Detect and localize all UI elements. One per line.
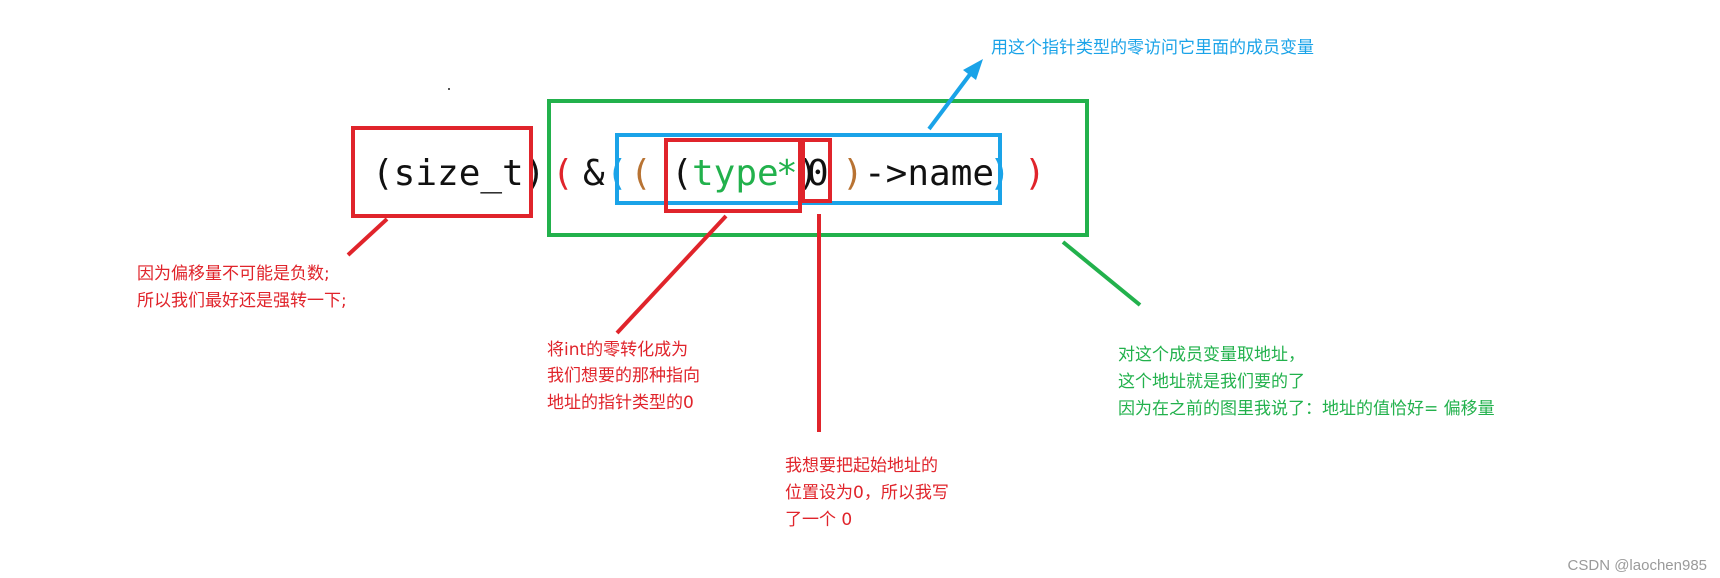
type-cast-box — [664, 138, 802, 213]
type-annotation-line: 地址的指针类型的0 — [547, 393, 694, 413]
zero-annotation-line: 了一个 0 — [785, 510, 852, 530]
blue-arrowhead — [963, 59, 983, 80]
type-open-paren: ( — [671, 153, 693, 194]
cast-annotation: 因为偏移量不可能是负数; 所以我们最好还是强转一下; — [137, 264, 347, 311]
address-annotation-line: 因为在之前的图里我说了：地址的值恰好= 偏移量 — [1118, 399, 1495, 419]
type-annotation-line: 将int的零转化成为 — [547, 340, 688, 360]
address-of-operator: & — [583, 153, 605, 194]
address-annotation-line: 对这个成员变量取地址， — [1118, 345, 1305, 365]
cast-box — [351, 126, 533, 218]
address-annotation-line: 这个地址就是我们要的了 — [1118, 372, 1305, 392]
zero-box — [801, 138, 832, 203]
cast-annotation-line: 所以我们最好还是强转一下; — [137, 291, 347, 311]
zero-annotation: 我想要把起始地址的 位置设为0，所以我写 了一个 0 — [785, 456, 954, 530]
csdn-watermark: CSDN @laochen985 — [1568, 557, 1707, 574]
zero-annotation-line: 位置设为0，所以我写 — [785, 483, 949, 503]
type-annotation-line: 我们想要的那种指向 — [547, 366, 700, 386]
cast-text: (size_t) — [372, 153, 545, 194]
cast-note-line — [346, 217, 389, 257]
member-access-annotation: 用这个指针类型的零访问它里面的成员变量 — [991, 38, 1314, 58]
type-keyword: type — [692, 153, 779, 194]
cast-annotation-line: 因为偏移量不可能是负数; — [137, 264, 330, 284]
zero-literal: 0 — [807, 153, 829, 194]
type-note-line — [615, 214, 728, 335]
code-expression: (size_t) ( & ( ( ( type * ) 0 ) ->name )… — [372, 153, 1046, 194]
paren-b: ( — [630, 153, 652, 194]
green-note-line — [1061, 240, 1142, 307]
stray-dot — [448, 88, 450, 90]
zero-annotation-line: 我想要把起始地址的 — [785, 456, 938, 476]
outer-close-paren: ) — [1024, 153, 1046, 194]
pointer-star: * — [776, 153, 798, 194]
outer-open-paren: ( — [552, 153, 574, 194]
type-annotation: 将int的零转化成为 我们想要的那种指向 地址的指针类型的0 — [547, 340, 705, 413]
inner-close-paren: ) — [842, 153, 864, 194]
arrow-member-name: ->name — [864, 153, 994, 194]
blue-arrow-line — [927, 63, 979, 131]
address-annotation: 对这个成员变量取地址， 这个地址就是我们要的了 因为在之前的图里我说了：地址的值… — [1118, 345, 1495, 419]
